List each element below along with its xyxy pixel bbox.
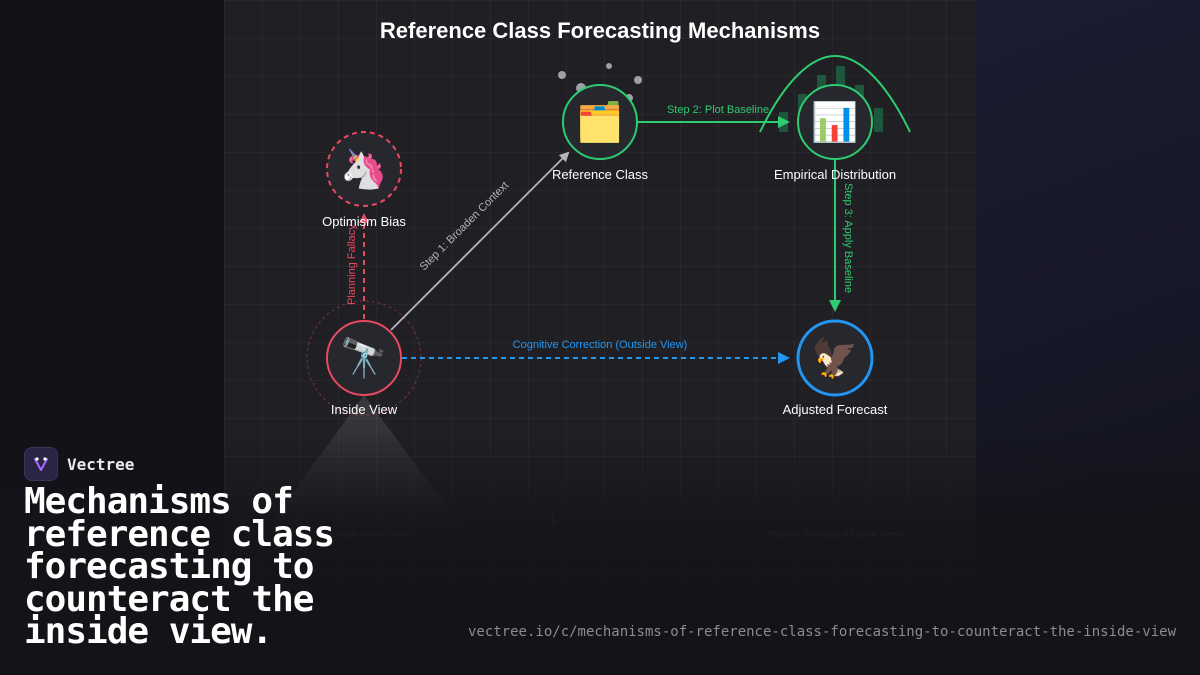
bar-chart-icon: 📊 <box>811 100 858 144</box>
edge-label-step3: Step 3: Apply Baseline <box>842 183 854 293</box>
bell-curve <box>759 54 911 133</box>
edge-label-step1: Step 1: Broaden Context <box>418 179 512 273</box>
unicorn-icon: 🦄 <box>340 147 387 191</box>
edge-step1 <box>390 151 570 331</box>
node-label-inside-view: Inside View <box>331 402 398 417</box>
node-label-reference-class: Reference Class <box>552 167 649 182</box>
node-optimism-bias[interactable]: 🦄 Optimism Bias <box>322 131 406 229</box>
node-empirical-distribution[interactable]: 📊 Empirical Distribution <box>774 84 896 182</box>
edge-label-step2: Step 2: Plot Baseline <box>667 104 769 116</box>
node-inside-view[interactable]: 🔭 Inside View <box>326 320 402 417</box>
brand-name: Vectree <box>67 454 135 474</box>
node-label-optimism-bias: Optimism Bias <box>322 214 406 229</box>
node-label-adjusted-forecast: Adjusted Forecast <box>783 402 888 417</box>
telescope-icon: 🔭 <box>340 336 387 380</box>
vectree-logo-icon <box>24 447 58 481</box>
node-adjusted-forecast[interactable]: 🦅 Adjusted Forecast <box>783 319 888 417</box>
card-index-dividers-icon: 🗂️ <box>576 100 623 144</box>
headline: Mechanisms of reference class forecastin… <box>24 481 335 652</box>
page-url[interactable]: vectree.io/c/mechanisms-of-reference-cla… <box>467 624 1176 640</box>
faint-label-right: Realistic Forecast (Outside View) <box>769 529 902 539</box>
node-reference-class[interactable]: 🗂️ Reference Class <box>552 84 649 182</box>
edge-label-planning-fallacy: Planning Fallacy <box>346 224 358 305</box>
diagram-title: Reference Class Forecasting Mechanisms <box>380 18 820 43</box>
node-label-empirical-distribution: Empirical Distribution <box>774 167 896 182</box>
edge-label-correction: Cognitive Correction (Outside View) <box>513 339 688 351</box>
eagle-icon: 🦅 <box>811 335 858 380</box>
brand[interactable]: Vectree <box>24 447 134 481</box>
